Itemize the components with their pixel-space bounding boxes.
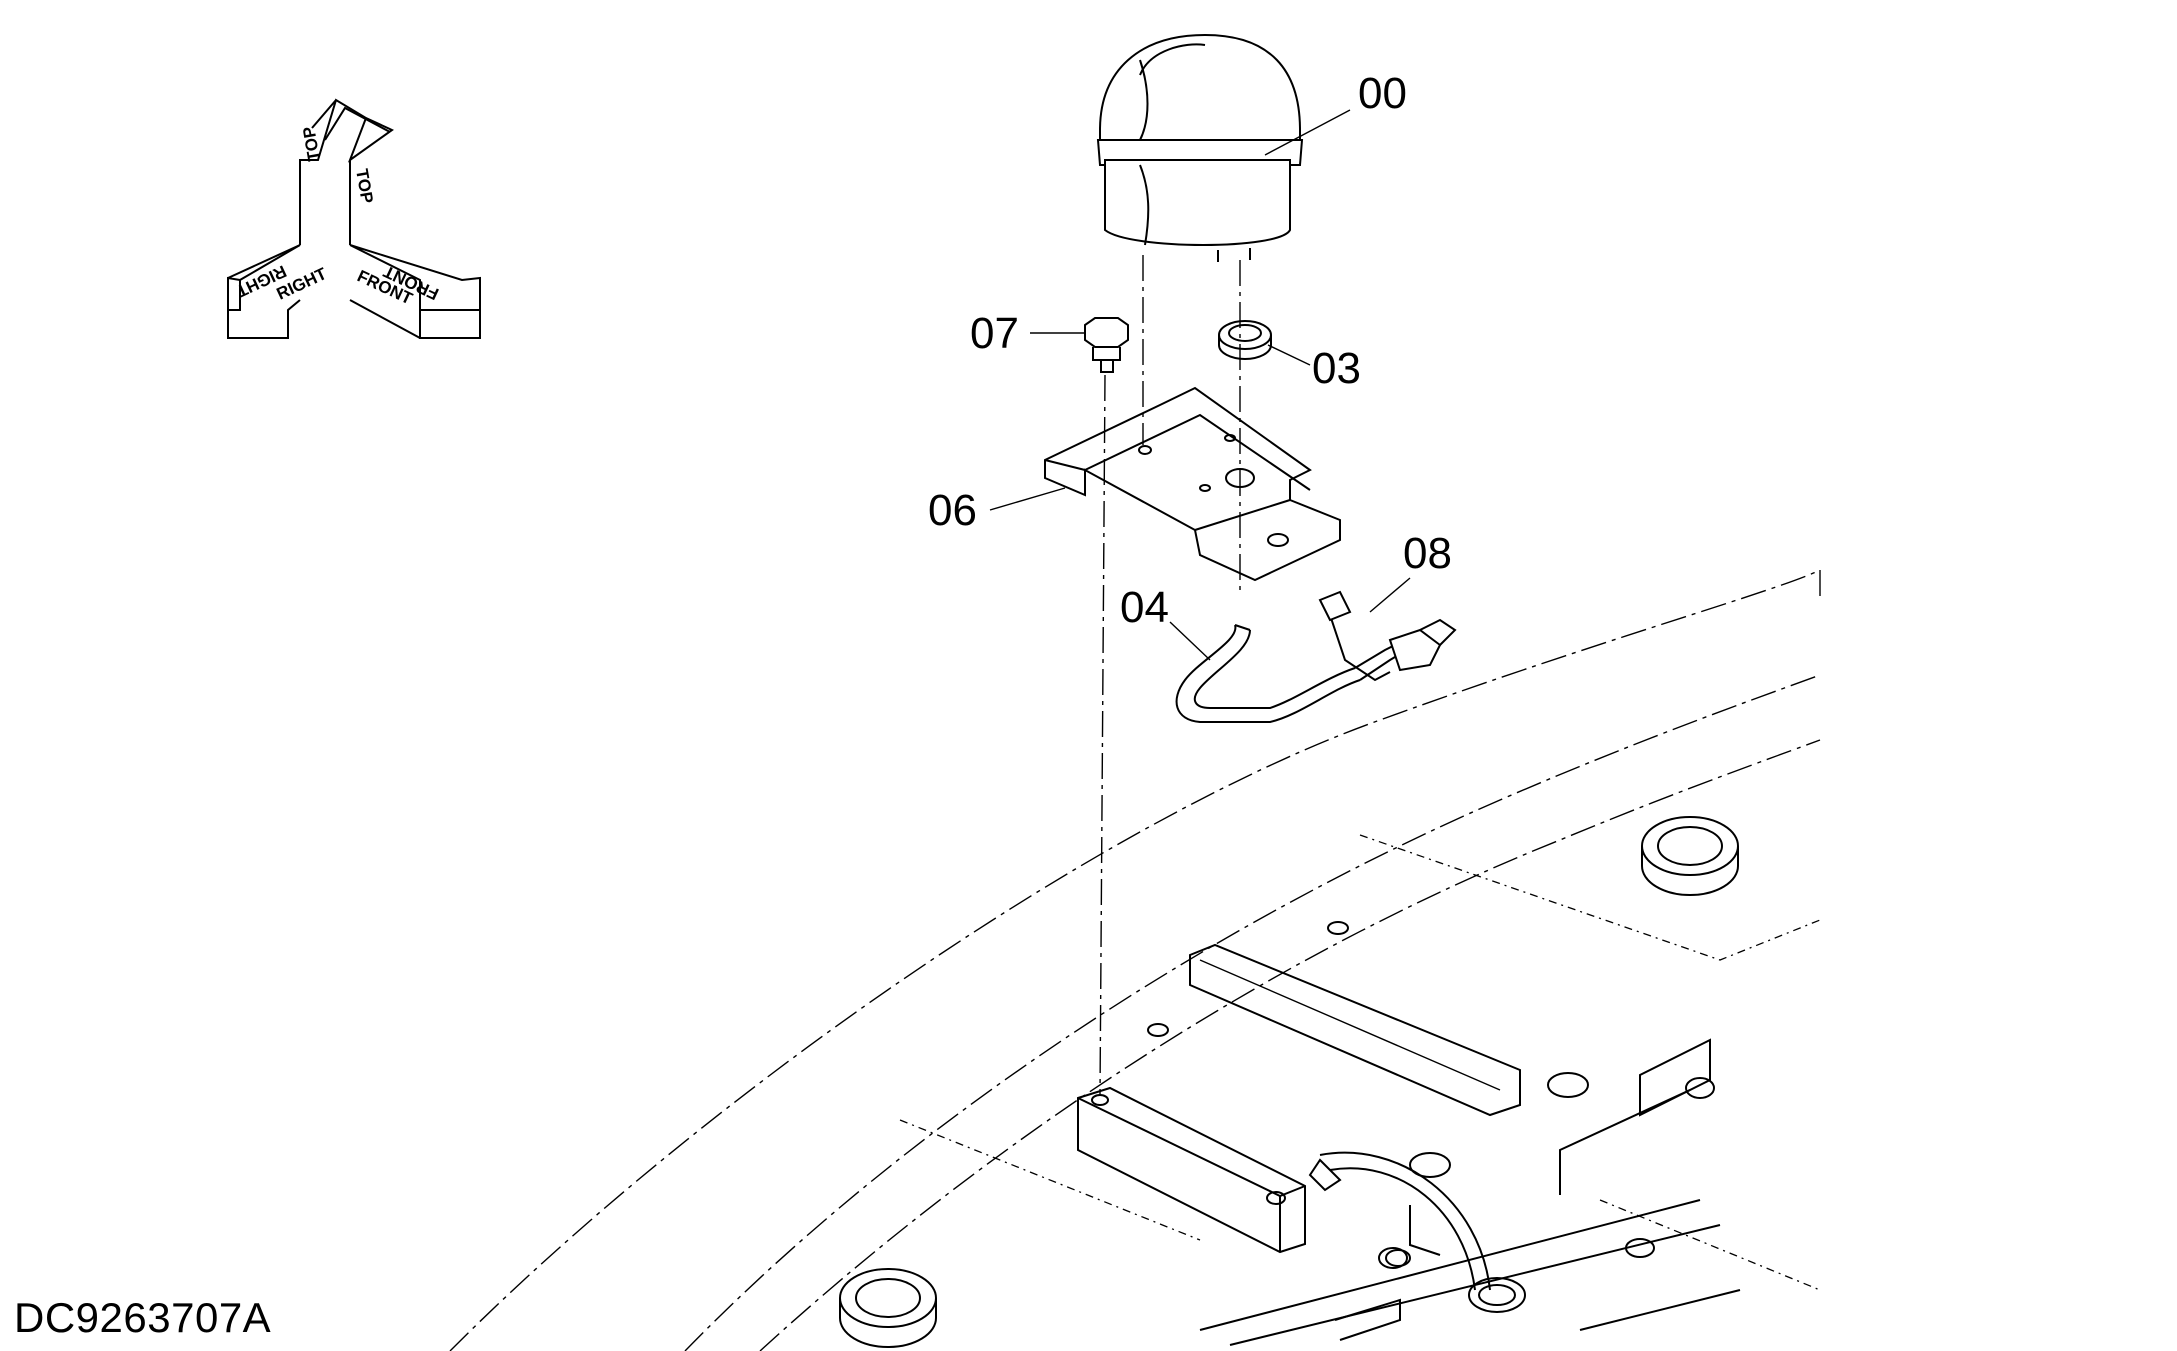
assembly-lines: [1099, 255, 1241, 1096]
right-arrow-icon: [227, 244, 301, 339]
beacon-lamp: [1096, 33, 1304, 262]
grommet-part: [1218, 320, 1272, 360]
bolt-part: [1084, 317, 1129, 373]
leader-lines: [989, 109, 1411, 661]
callout-03: 03: [1312, 344, 1361, 393]
callout-04: 04: [1120, 583, 1169, 632]
top-label: TOP: [299, 125, 324, 162]
cab-roof-outline: [449, 569, 1821, 1351]
callout-06: 06: [928, 486, 977, 535]
callout-labels: 00 03 07 06 08 04: [928, 69, 1452, 632]
roof-panel: [839, 816, 1741, 1348]
harness-part: [1175, 590, 1457, 723]
top-arrow-icon: [299, 98, 394, 245]
bracket-part: [1044, 386, 1341, 582]
top-label-alt: TOP: [352, 167, 377, 204]
orientation-indicator: TOP TOP RIGHT RIGHT FRONT FRONT: [227, 98, 481, 339]
callout-07: 07: [970, 309, 1019, 358]
document-id: DC9263707A: [14, 1294, 272, 1341]
callout-00: 00: [1358, 69, 1407, 118]
callout-08: 08: [1403, 529, 1452, 578]
